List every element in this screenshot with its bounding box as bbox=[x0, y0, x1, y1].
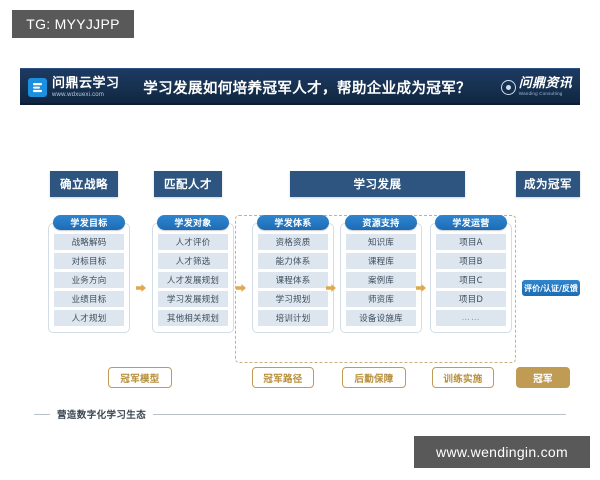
list-item: 能力体系 bbox=[258, 253, 328, 269]
phase-box-talent-match: 匹配人才 bbox=[154, 171, 222, 197]
brand-logo-left: 问鼎云学习 www.wdxuexi.com bbox=[20, 77, 120, 98]
phase-box-strategy: 确立战略 bbox=[50, 171, 118, 197]
list-item: 人才发展规划 bbox=[158, 272, 228, 288]
seal-badge-icon bbox=[500, 79, 516, 95]
list-item: 师资库 bbox=[346, 291, 416, 307]
footer-rule-left bbox=[34, 413, 50, 415]
column-resource-support: 资源支持 知识库 课程库 案例库 师资库 设备设施库 bbox=[340, 215, 422, 333]
brand-logo-right: 问鼎资讯 Wanding Consulting bbox=[500, 77, 580, 97]
list-item: 战略解码 bbox=[54, 234, 124, 250]
arrow-right-icon bbox=[416, 283, 426, 293]
list-item: 资格资质 bbox=[258, 234, 328, 250]
arrow-right-icon bbox=[236, 283, 246, 293]
column-learning-operations: 学发运营 项目A 项目B 项目C 项目D …… bbox=[430, 215, 512, 333]
arrow-right-icon bbox=[326, 283, 336, 293]
evaluation-certification-feedback-badge: 评价/认证/反馈 bbox=[522, 280, 580, 296]
column-card-learning-system: 资格资质 能力体系 课程体系 学习规划 培训计划 bbox=[252, 223, 334, 333]
phase-box-become-champion: 成为冠军 bbox=[516, 171, 580, 197]
gold-tag-champion: 冠军 bbox=[516, 367, 570, 388]
column-learning-audience: 学发对象 人才评价 人才筛选 人才发展规划 学习发展规划 其他相关规划 bbox=[152, 215, 234, 333]
list-item: 人才筛选 bbox=[158, 253, 228, 269]
list-item: 知识库 bbox=[346, 234, 416, 250]
list-item: 学习规划 bbox=[258, 291, 328, 307]
phase-box-learning-development: 学习发展 bbox=[290, 171, 465, 197]
column-learning-goals: 学发目标 战略解码 对标目标 业务方向 业绩目标 人才规划 bbox=[48, 215, 130, 333]
list-item: 人才规划 bbox=[54, 310, 124, 326]
list-item: 业绩目标 bbox=[54, 291, 124, 307]
list-item: 项目C bbox=[436, 272, 506, 288]
list-item: 人才评价 bbox=[158, 234, 228, 250]
column-header-learning-audience: 学发对象 bbox=[157, 215, 229, 230]
gold-tag-training-execution: 训练实施 bbox=[432, 367, 494, 388]
banner-title: 学习发展如何培养冠军人才，帮助企业成为冠军？ bbox=[143, 80, 472, 97]
slide-banner: 问鼎云学习 www.wdxuexi.com 学习发展如何培养冠军人才，帮助企业成… bbox=[20, 68, 580, 105]
list-item: 学习发展规划 bbox=[158, 291, 228, 307]
column-card-learning-operations: 项目A 项目B 项目C 项目D …… bbox=[430, 223, 512, 333]
list-item: 项目A bbox=[436, 234, 506, 250]
column-card-learning-audience: 人才评价 人才筛选 人才发展规划 学习发展规划 其他相关规划 bbox=[152, 223, 234, 333]
list-item: 其他相关规划 bbox=[158, 310, 228, 326]
bottom-watermark-url: www.wendingin.com bbox=[414, 436, 590, 468]
column-header-learning-goals: 学发目标 bbox=[53, 215, 125, 230]
column-card-resource-support: 知识库 课程库 案例库 师资库 设备设施库 bbox=[340, 223, 422, 333]
footer-text: 营造数字化学习生态 bbox=[57, 410, 147, 421]
slide-body: 确立战略 匹配人才 学习发展 成为冠军 学发目标 战略解码 对标目标 业务方向 … bbox=[20, 105, 580, 421]
wdxuexi-logo-icon bbox=[28, 77, 47, 97]
brand-logo-left-words: 问鼎云学习 www.wdxuexi.com bbox=[52, 77, 120, 98]
list-item: 业务方向 bbox=[54, 272, 124, 288]
list-item: 课程体系 bbox=[258, 272, 328, 288]
list-item: 案例库 bbox=[346, 272, 416, 288]
list-item: 培训计划 bbox=[258, 310, 328, 326]
column-learning-system: 学发体系 资格资质 能力体系 课程体系 学习规划 培训计划 bbox=[252, 215, 334, 333]
list-item: 课程库 bbox=[346, 253, 416, 269]
slide-footer: 营造数字化学习生态 bbox=[34, 405, 566, 423]
column-header-resource-support: 资源支持 bbox=[345, 215, 417, 230]
gold-tag-logistics-support: 后勤保障 bbox=[342, 367, 406, 388]
brand-name-right: 问鼎资讯 bbox=[518, 76, 572, 92]
footer-rule-right bbox=[153, 413, 566, 415]
arrow-right-icon bbox=[136, 283, 146, 293]
slide-canvas: 问鼎云学习 www.wdxuexi.com 学习发展如何培养冠军人才，帮助企业成… bbox=[20, 68, 580, 421]
brand-url-left: www.wdxuexi.com bbox=[52, 91, 105, 98]
list-item: 对标目标 bbox=[54, 253, 124, 269]
list-item: 项目B bbox=[436, 253, 506, 269]
gold-tag-champion-path: 冠军路径 bbox=[252, 367, 314, 388]
list-item: 项目D bbox=[436, 291, 506, 307]
brand-subtitle-right: Wanding Consulting bbox=[518, 91, 563, 97]
brand-logo-right-words: 问鼎资讯 Wanding Consulting bbox=[519, 77, 572, 97]
list-item: 设备设施库 bbox=[346, 310, 416, 326]
column-card-learning-goals: 战略解码 对标目标 业务方向 业绩目标 人才规划 bbox=[48, 223, 130, 333]
brand-name-left: 问鼎云学习 bbox=[52, 75, 120, 91]
column-header-learning-operations: 学发运营 bbox=[435, 215, 507, 230]
top-watermark-tag: TG: MYYJJPP bbox=[12, 10, 134, 38]
list-item: …… bbox=[436, 310, 506, 326]
column-header-learning-system: 学发体系 bbox=[257, 215, 329, 230]
gold-tag-champion-model: 冠军模型 bbox=[108, 367, 172, 388]
